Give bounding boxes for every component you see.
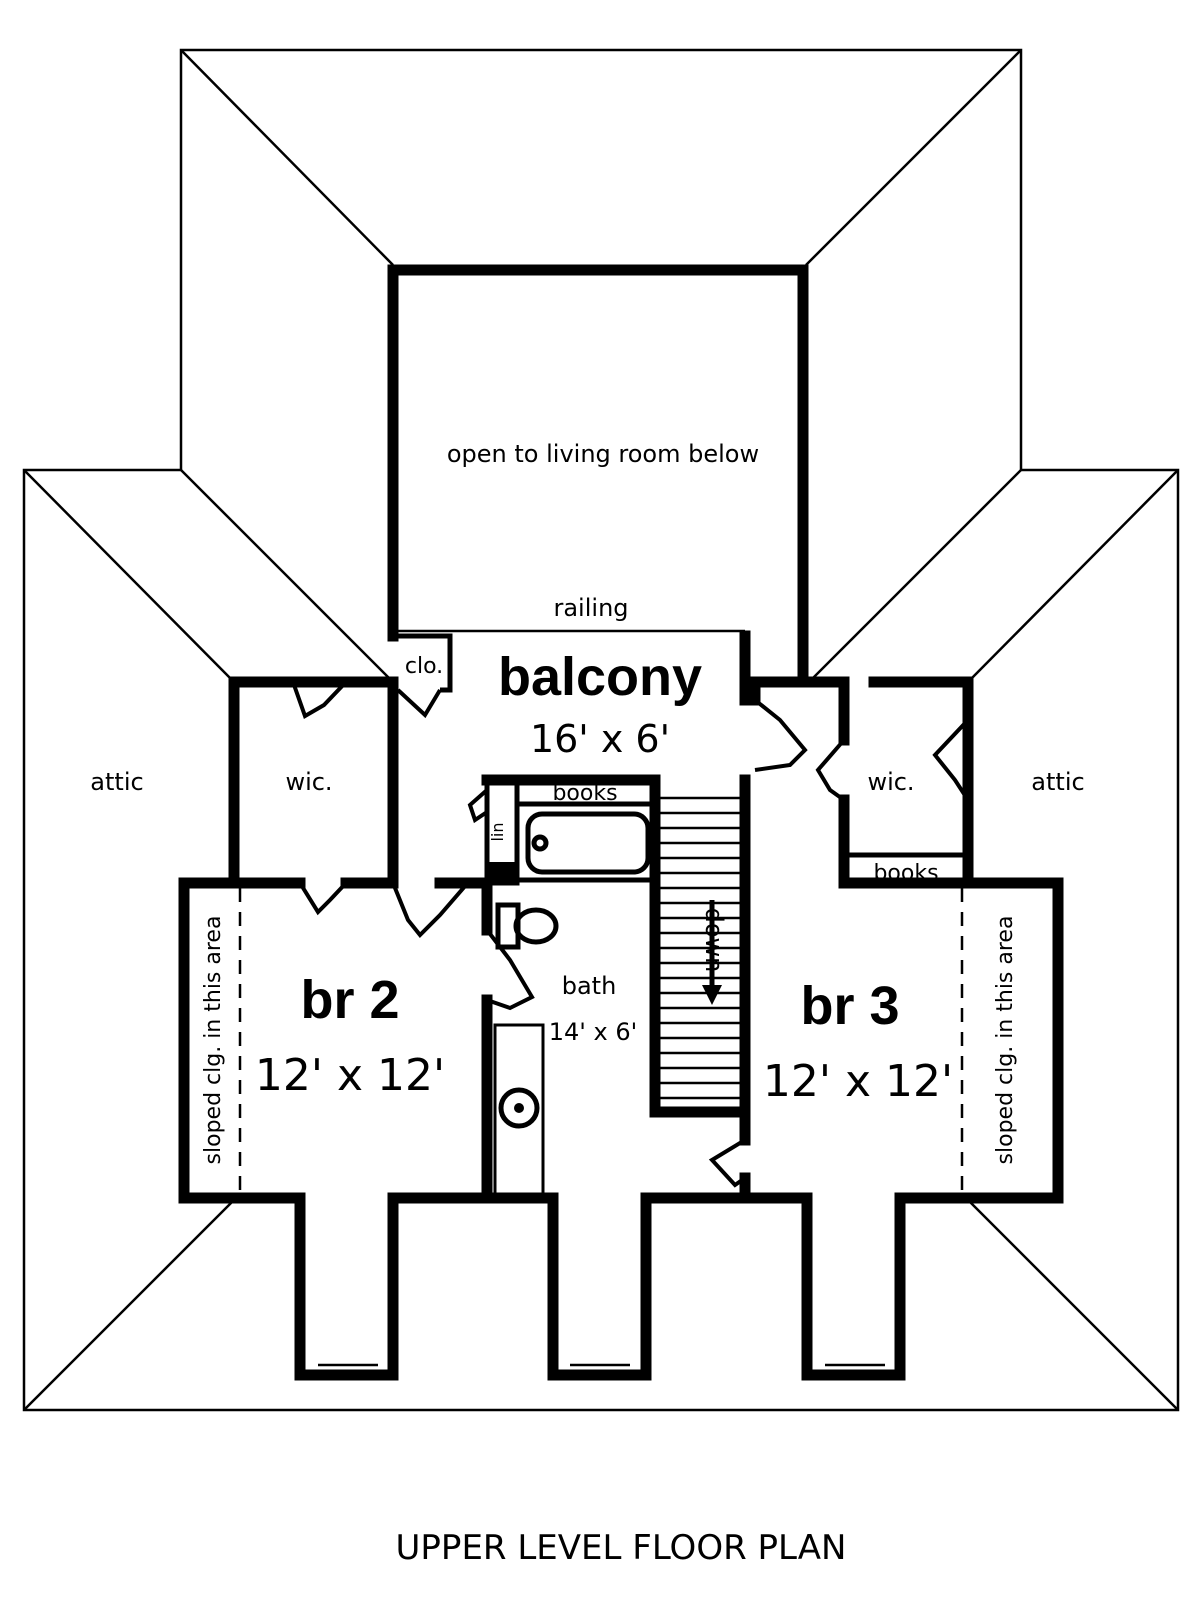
open-below-label: open to living room below <box>447 440 759 468</box>
vanity-icon <box>493 1023 545 1200</box>
open-to-below-walls <box>387 264 809 642</box>
attic-left-label: attic <box>90 768 143 796</box>
wic-right-label: wic. <box>867 768 914 796</box>
railing-label: railing <box>553 594 628 622</box>
br2-name-label: br 2 <box>300 970 399 1030</box>
bath-size-label: 14' x 6' <box>549 1018 637 1046</box>
sloped-right-label: sloped clg. in this area <box>993 916 1018 1165</box>
stairs <box>660 796 740 1100</box>
wic-left-label: wic. <box>285 768 332 796</box>
books-top-label: books <box>552 781 617 806</box>
balcony-name-label: balcony <box>498 647 702 707</box>
roof-outline <box>22 48 1180 1412</box>
balcony-size-label: 16' x 6' <box>530 717 670 761</box>
br3-name-label: br 3 <box>800 976 899 1036</box>
down-arrow-icon <box>702 900 722 1005</box>
attic-right-label: attic <box>1031 768 1084 796</box>
bathtub-icon <box>525 811 651 875</box>
sloped-left-label: sloped clg. in this area <box>201 916 226 1165</box>
door-swings <box>291 680 970 1188</box>
br2-size-label: 12' x 12' <box>255 1050 445 1101</box>
lin-label: lin <box>488 822 507 841</box>
toilet-icon <box>495 902 559 950</box>
down-label: down <box>700 908 728 973</box>
bath-name-label: bath <box>562 972 617 1000</box>
interior-walls <box>228 633 974 1204</box>
plan-title: UPPER LEVEL FLOOR PLAN <box>396 1528 847 1568</box>
br3-size-label: 12' x 12' <box>763 1056 953 1107</box>
clo-label: clo. <box>405 654 443 679</box>
books-right-label: books <box>873 861 938 886</box>
